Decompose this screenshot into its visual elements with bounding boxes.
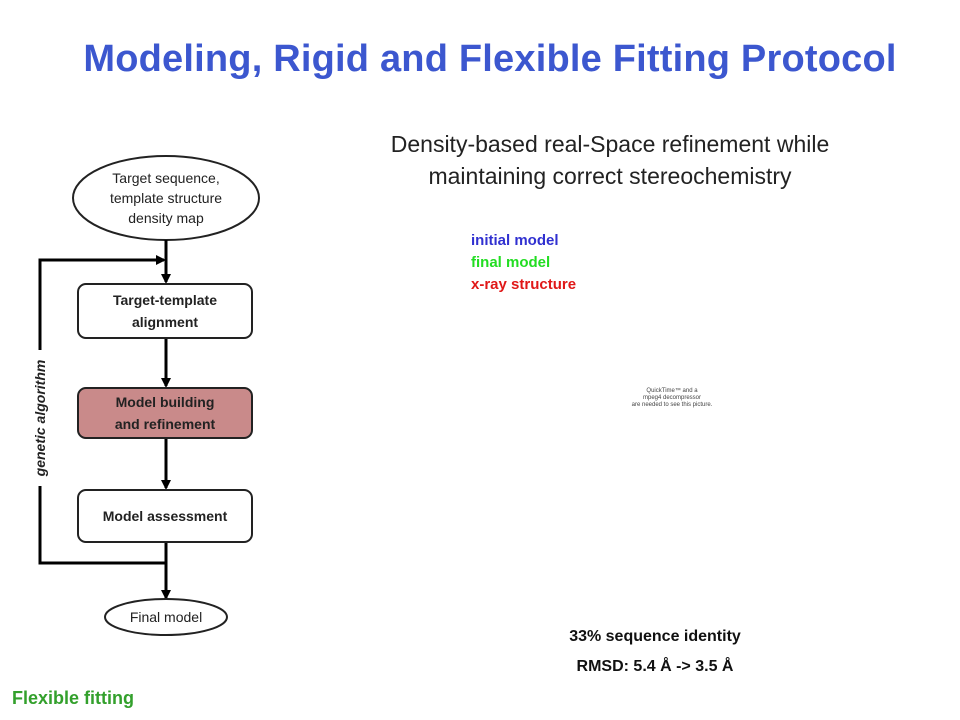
legend-final-model: final model bbox=[471, 254, 551, 271]
placeholder-line-3: are needed to see this picture. bbox=[631, 402, 713, 408]
start-node-line-1: Target sequence, bbox=[112, 170, 219, 186]
placeholder-line-2: mpeg4 decompressor bbox=[642, 395, 702, 401]
legend-initial-model: initial model bbox=[471, 232, 559, 249]
subtitle-line-1: Density-based real-Space refinement whil… bbox=[390, 131, 830, 157]
model-building-line-2: and refinement bbox=[115, 416, 216, 432]
assessment-label: Model assessment bbox=[103, 508, 228, 524]
start-node-line-2: template structure bbox=[110, 190, 222, 206]
final-node bbox=[104, 598, 228, 636]
legend-xray-structure: x-ray structure bbox=[471, 276, 577, 293]
alignment-line-2: alignment bbox=[132, 314, 198, 330]
video-placeholder: QuickTime™ and a mpeg4 decompressor are … bbox=[612, 388, 732, 409]
assessment-box bbox=[77, 489, 253, 543]
rmsd-value: RMSD: 5.4 Å -> 3.5 Å bbox=[576, 658, 734, 675]
loop-label-gap bbox=[32, 350, 48, 486]
section-label: Flexible fitting bbox=[12, 688, 135, 708]
model-legend: initial model final model x-ray structur… bbox=[471, 230, 576, 296]
alignment-box bbox=[77, 283, 253, 339]
subtitle-line-2: maintaining correct stereochemistry bbox=[428, 163, 792, 189]
sequence-identity: 33% sequence identity bbox=[569, 628, 741, 645]
model-building-box bbox=[77, 387, 253, 439]
slide-title: Modeling, Rigid and Flexible Fitting Pro… bbox=[83, 38, 897, 80]
alignment-line-1: Target-template bbox=[113, 292, 217, 308]
fit-statistics: 33% sequence identity RMSD: 5.4 Å -> 3.5… bbox=[500, 622, 810, 682]
loop-label: genetic algorithm bbox=[32, 360, 48, 478]
slide-subtitle: Density-based real-Space refinement whil… bbox=[340, 128, 880, 192]
final-node-label: Final model bbox=[130, 609, 202, 625]
start-node-line-3: density map bbox=[128, 210, 204, 226]
model-building-line-1: Model building bbox=[116, 394, 215, 410]
placeholder-line-1: QuickTime™ and a bbox=[646, 388, 698, 394]
